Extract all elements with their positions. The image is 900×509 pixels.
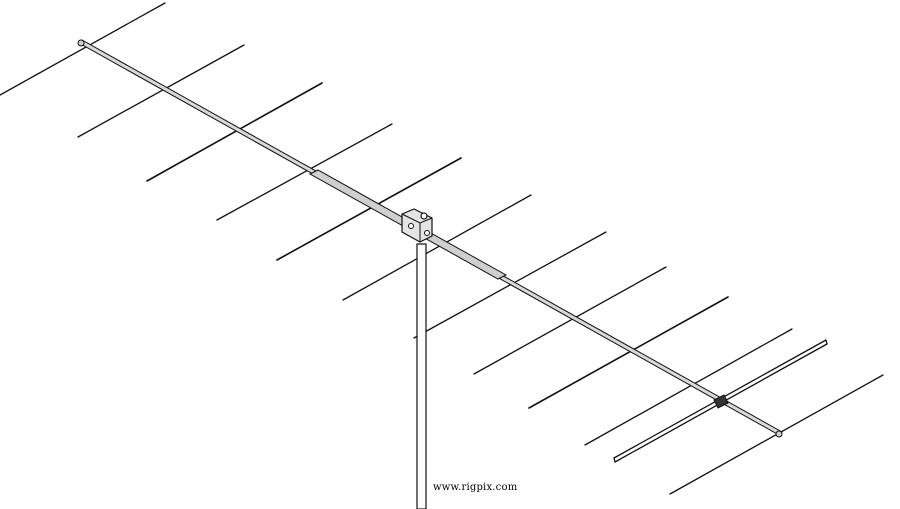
antenna-element bbox=[0, 2, 166, 96]
antenna-element bbox=[413, 231, 607, 339]
watermark: www.rigpix.com bbox=[433, 482, 518, 493]
mast bbox=[416, 243, 427, 509]
antenna-element bbox=[216, 123, 393, 221]
antenna-element bbox=[342, 194, 532, 301]
antenna-element bbox=[473, 266, 667, 375]
boom bbox=[77, 39, 783, 438]
antenna-element bbox=[276, 157, 462, 261]
antenna-element bbox=[528, 296, 729, 409]
antenna-element bbox=[77, 44, 245, 138]
antenna-element bbox=[146, 82, 323, 182]
feed-block bbox=[713, 394, 729, 409]
antenna-element bbox=[584, 328, 793, 446]
mast-clamp bbox=[401, 208, 433, 243]
antenna-elements bbox=[0, 2, 884, 495]
